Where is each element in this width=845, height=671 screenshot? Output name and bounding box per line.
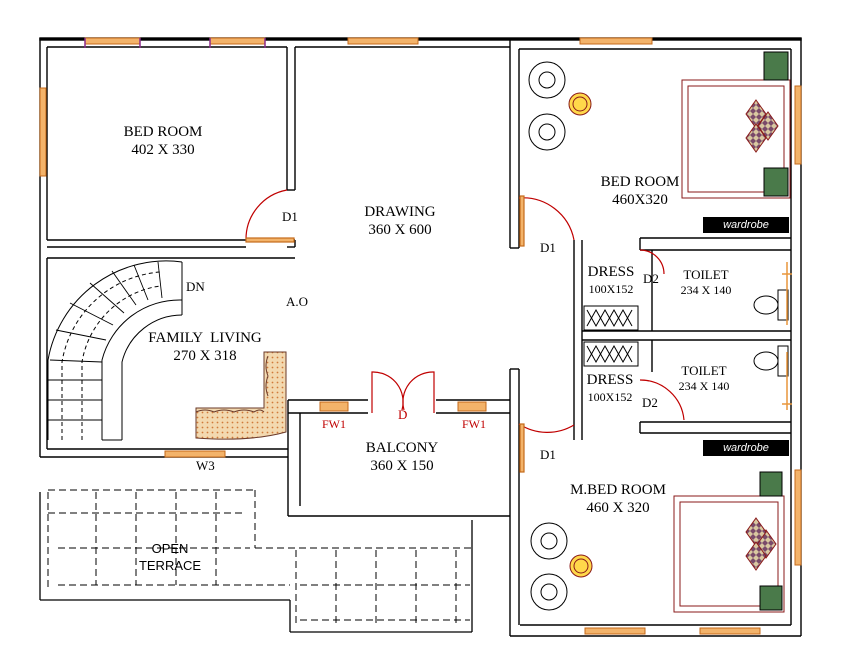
door-tag-d1-bedroom-2: D1 [540, 240, 556, 255]
window-tag-fw1-left: FW1 [322, 417, 346, 431]
dress-shelves [583, 305, 639, 367]
bed-2 [673, 471, 785, 613]
door-tag-d1-master: D1 [540, 447, 556, 462]
window-tag-w3: W3 [196, 458, 215, 473]
wardrobe-1: wardrobe [703, 217, 789, 233]
windows [39, 37, 802, 635]
door-tag-d2-toilet-1: D2 [643, 271, 659, 286]
walls [39, 37, 802, 637]
l-sofa [195, 351, 287, 440]
ao-label: A.O [286, 294, 309, 309]
door-tag-d2-toilet-2: D2 [642, 395, 658, 410]
doors [245, 189, 685, 473]
wardrobe-2: wardrobe [703, 440, 789, 456]
door-tag-main: D [398, 407, 408, 422]
bed-1 [681, 51, 791, 199]
door-tag-d1-bedroom: D1 [282, 209, 298, 224]
stair-down-label: DN [186, 279, 205, 294]
window-tag-fw1-right: FW1 [462, 417, 486, 431]
toilet-fixtures [753, 262, 792, 410]
staircase [47, 260, 183, 441]
armchairs [528, 61, 593, 611]
open-terrace [39, 489, 473, 633]
